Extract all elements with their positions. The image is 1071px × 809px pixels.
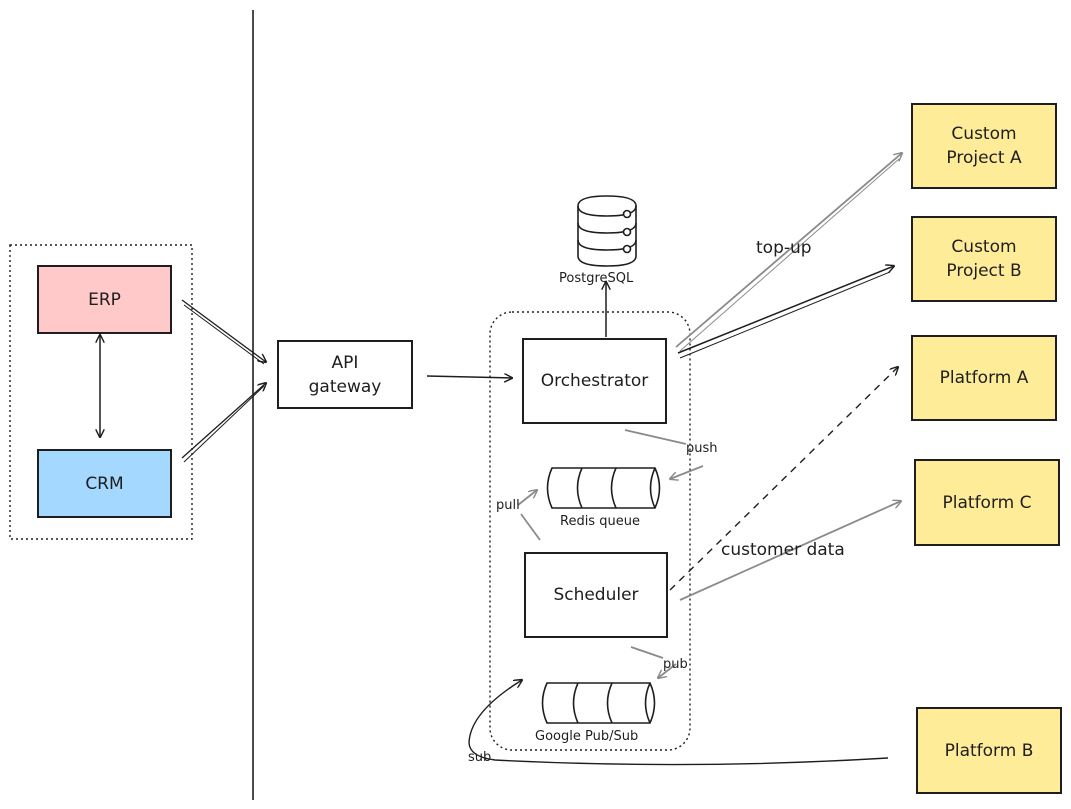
scheduler-node: Scheduler [524,552,668,638]
crm-to-gateway-arrow [181,383,266,463]
api-gateway-label: API gateway [308,352,382,397]
push-arrow [624,429,704,479]
pull-label: pull [496,498,520,513]
platform-b-node: Platform B [916,707,1062,794]
top-up-label: top-up [756,238,812,258]
top-up-arrow [675,153,902,352]
customer-data-label: customer data [721,540,845,560]
pull-arrow [517,490,541,541]
orchestrator-node: Orchestrator [522,338,667,424]
redis-queue-icon [546,467,661,509]
database-icon [577,195,637,267]
platform-c-node: Platform C [914,459,1060,546]
platform-b-label: Platform B [944,740,1034,761]
pubsub-label: Google Pub/Sub [535,729,639,744]
platform-a-node: Platform A [911,335,1057,421]
platform-a-label: Platform A [939,368,1029,388]
crm-label: CRM [85,473,124,494]
pub-arrow [630,646,677,678]
customer-data-arrow [679,501,901,601]
gateway-to-orchestrator-arrow [426,376,512,378]
erp-label: ERP [88,289,121,310]
push-label: push [686,441,718,456]
redis-queue-label: Redis queue [560,514,640,529]
custom-project-a-label: Custom Project A [946,124,1022,168]
api-gateway-node: API gateway [277,340,413,409]
custom-project-b-node: Custom Project B [911,216,1057,302]
crm-node: CRM [37,449,172,518]
orchestrator-to-project-b-arrow [677,266,894,359]
postgres-label: PostgreSQL [559,271,634,286]
platform-c-label: Platform C [942,492,1032,513]
scheduler-to-platform-a-arrow [669,367,898,591]
custom-project-b-label: Custom Project B [946,237,1022,281]
scheduler-label: Scheduler [553,585,639,605]
custom-project-a-node: Custom Project A [911,103,1057,189]
orchestrator-label: Orchestrator [540,371,649,391]
sub-arrow [468,680,889,766]
core-services-group [489,311,691,751]
pub-label: pub [663,657,688,672]
erp-to-gateway-arrow [181,299,266,365]
sub-label: sub [468,750,492,765]
erp-node: ERP [37,265,172,334]
source-systems-group [9,244,193,540]
pubsub-queue-icon [541,682,656,724]
